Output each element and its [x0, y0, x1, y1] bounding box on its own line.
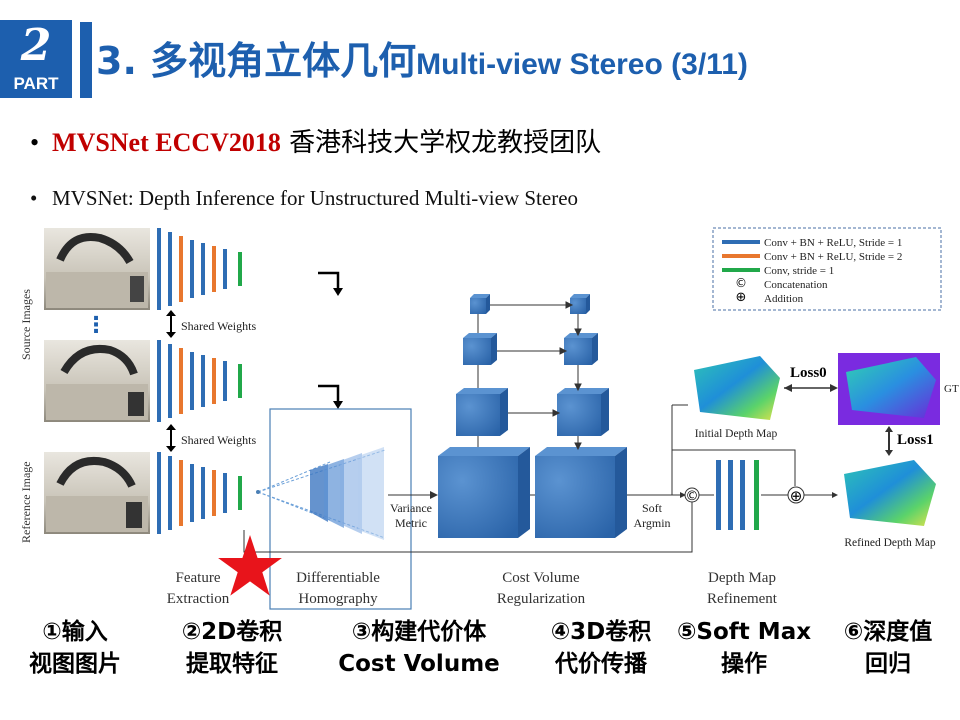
legend-item-concat: Concatenation — [764, 279, 828, 291]
cost-volume-cube-small-left — [463, 333, 497, 365]
mvsnet-diagram: Source Images Reference Image ⋮ — [19, 227, 959, 610]
feature-extractor-ref — [157, 452, 242, 534]
cost-volume-cube-small-right — [564, 333, 598, 365]
shared-weights-label-2: Shared Weights — [181, 433, 256, 447]
step-2-line1: ②2D卷积 — [181, 619, 283, 645]
shared-weights-label-1: Shared Weights — [181, 319, 256, 333]
legend-item-conv-s1: Conv + BN + ReLU, Stride = 1 — [764, 237, 902, 249]
bullet-first-text: 香港科技大学权龙教授团队 — [280, 128, 602, 158]
step-1: ①输入 视图图片 — [20, 616, 130, 680]
step-6: ⑥深度值 回归 — [826, 616, 950, 680]
source-dots-icon: ⋮ — [85, 313, 107, 338]
step-2: ②2D卷积 提取特征 — [172, 616, 292, 680]
side-label-source: Source Images — [19, 289, 33, 360]
stage-cost-label-2: Regularization — [497, 591, 586, 607]
homography-box — [269, 408, 412, 610]
homography-frustum — [256, 447, 386, 540]
stage-cost-label-1: Cost Volume — [502, 570, 580, 586]
loss1-arrow-icon — [885, 426, 893, 456]
shared-weights-arrow-icon — [166, 424, 176, 452]
part-badge: 2 PART — [0, 20, 72, 98]
step-4-line2: 代价传播 — [555, 651, 647, 677]
stage-refine-label-2: Refinement — [707, 591, 778, 607]
legend-item-add: Addition — [764, 293, 804, 305]
variance-metric-label-1: Variance — [390, 501, 432, 515]
cost-volume-cube-tiny-left — [470, 294, 490, 314]
step-3: ③构建代价体 Cost Volume — [328, 616, 510, 680]
step-3-line2: Cost Volume — [338, 651, 500, 677]
source-image-1 — [44, 228, 150, 310]
bullet-dot-icon: • — [30, 128, 40, 157]
step-6-line1: ⑥深度值 — [843, 619, 933, 645]
slide-title: 3. 多视角立体几何Multi-view Stereo (3/11) — [96, 36, 748, 90]
loss1-label: Loss1 — [897, 432, 934, 448]
variance-metric-label-2: Metric — [395, 516, 427, 530]
step-5-line2: 操作 — [721, 651, 767, 677]
step-1-line2: 视图图片 — [29, 651, 121, 677]
legend-symbol-concat-icon: © — [735, 276, 747, 290]
step-3-line1: ③构建代价体 — [351, 619, 487, 645]
addition-icon: ⊕ — [790, 487, 803, 505]
ground-truth-image — [838, 353, 940, 425]
refined-depth-map-label: Refined Depth Map — [844, 537, 936, 549]
legend-item-conv: Conv, stride = 1 — [764, 265, 834, 277]
bend-arrow-icon — [318, 271, 343, 296]
step-1-line1: ①输入 — [42, 619, 108, 645]
soft-argmin-label-2: Argmin — [633, 516, 670, 530]
step-5: ⑤Soft Max 操作 — [666, 616, 822, 680]
part-label: PART — [13, 74, 59, 93]
reference-image — [44, 452, 150, 534]
cost-volume-cube-mid-right — [557, 388, 609, 436]
cost-volume-connectors — [477, 301, 582, 451]
cost-volume-cube-mid-left — [456, 388, 508, 436]
source-image-2 — [44, 340, 150, 422]
refinement-conv-bars — [716, 460, 759, 530]
bullet-second: • MVSNet: Depth Inference for Unstructure… — [30, 184, 578, 212]
legend-symbol-add-icon: ⊕ — [736, 290, 747, 305]
bullet-dot-icon: • — [30, 186, 38, 210]
bullet-first-highlight: MVSNet ECCV2018 — [52, 128, 281, 157]
gt-label: GT — [944, 383, 959, 395]
stage-refine-label-1: Depth Map — [708, 570, 776, 586]
refined-depth-map-image — [838, 458, 940, 530]
initial-depth-map-image — [688, 353, 783, 425]
stage-feature-label-1: Feature — [176, 570, 221, 586]
step-6-line2: 回归 — [865, 651, 911, 677]
stage-homography-label-2: Homography — [298, 591, 378, 607]
cost-volume-cube-tiny-right — [570, 294, 590, 314]
step-5-line1: ⑤Soft Max — [676, 619, 812, 645]
feature-extractor-mid — [157, 340, 242, 422]
bullet-first: • MVSNet ECCV2018 香港科技大学权龙教授团队 — [30, 125, 601, 161]
step-4: ④3D卷积 代价传播 — [536, 616, 666, 680]
step-2-line2: 提取特征 — [186, 651, 278, 677]
stage-homography-label-1: Differentiable — [296, 570, 380, 586]
star-icon — [218, 535, 282, 596]
soft-argmin-label-1: Soft — [642, 501, 663, 515]
loss0-label: Loss0 — [790, 365, 827, 381]
cost-volume-cube-large-left — [438, 447, 530, 538]
step-labels: ①输入 视图图片 ②2D卷积 提取特征 ③构建代价体 Cost Volume ④… — [0, 614, 960, 714]
title-cn: 3. 多视角立体几何 — [96, 39, 417, 83]
legend: © ⊕ Conv + BN + ReLU, Stride = 1 Conv + … — [712, 227, 942, 311]
bend-arrow-icon — [318, 384, 343, 409]
cost-volume-cube-large-right — [535, 447, 627, 538]
title-en: Multi-view Stereo (3/11) — [416, 48, 748, 81]
header-accent-bar — [80, 22, 92, 98]
stage-feature-label-2: Extraction — [167, 591, 230, 607]
initial-depth-map-label: Initial Depth Map — [695, 428, 778, 440]
part-number: 2 — [20, 20, 52, 71]
feature-extractor-top — [157, 228, 242, 310]
step-4-line1: ④3D卷积 — [550, 619, 652, 645]
legend-item-conv-s2: Conv + BN + ReLU, Stride = 2 — [764, 251, 902, 263]
shared-weights-arrow-icon — [166, 310, 176, 338]
bullet-second-text: MVSNet: Depth Inference for Unstructured… — [52, 186, 579, 210]
concatenation-icon: © — [686, 489, 699, 504]
side-label-reference: Reference Image — [19, 461, 33, 543]
